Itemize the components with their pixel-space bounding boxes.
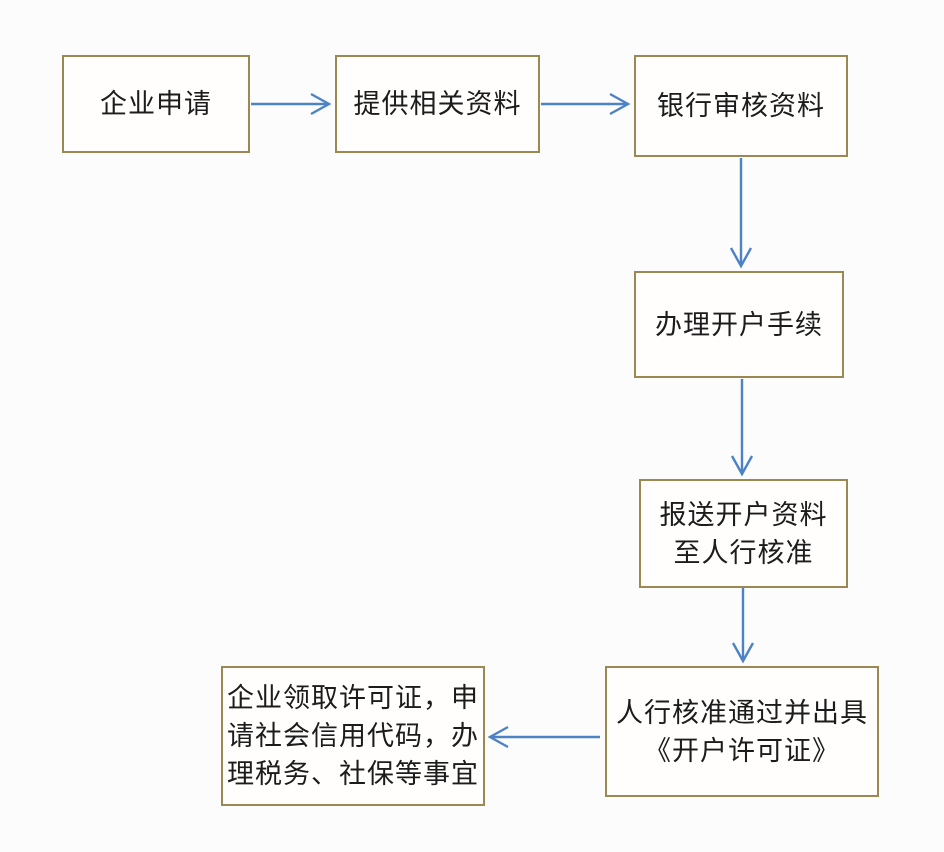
node-label: 人行核准通过并出具 <box>616 697 868 728</box>
node-label: 企业申请 <box>100 89 212 119</box>
flow-node-open-account: 办理开户手续 <box>634 271 844 378</box>
node-label: 《开户许可证》 <box>644 735 840 766</box>
flow-node-bank-review: 银行审核资料 <box>634 55 848 157</box>
node-label: 提供相关资料 <box>353 89 522 119</box>
node-label: 银行审核资料 <box>657 91 825 121</box>
node-label: 请社会信用代码，办 <box>227 721 479 751</box>
flow-node-enterprise-collect: 企业领取许可证，申 请社会信用代码，办 理税务、社保等事宜 <box>221 666 485 806</box>
flow-node-enterprise-apply: 企业申请 <box>62 55 250 153</box>
node-label: 报送开户资料 <box>659 499 828 530</box>
flow-node-provide-materials: 提供相关资料 <box>335 55 540 153</box>
flow-node-pboc-approve: 人行核准通过并出具 《开户许可证》 <box>605 666 879 797</box>
flow-node-submit-to-pboc: 报送开户资料 至人行核准 <box>639 479 848 588</box>
node-label: 至人行核准 <box>673 537 814 568</box>
node-label: 办理开户手续 <box>655 309 823 340</box>
node-label: 企业领取许可证，申 <box>227 683 479 713</box>
node-label: 理税务、社保等事宜 <box>227 759 479 789</box>
